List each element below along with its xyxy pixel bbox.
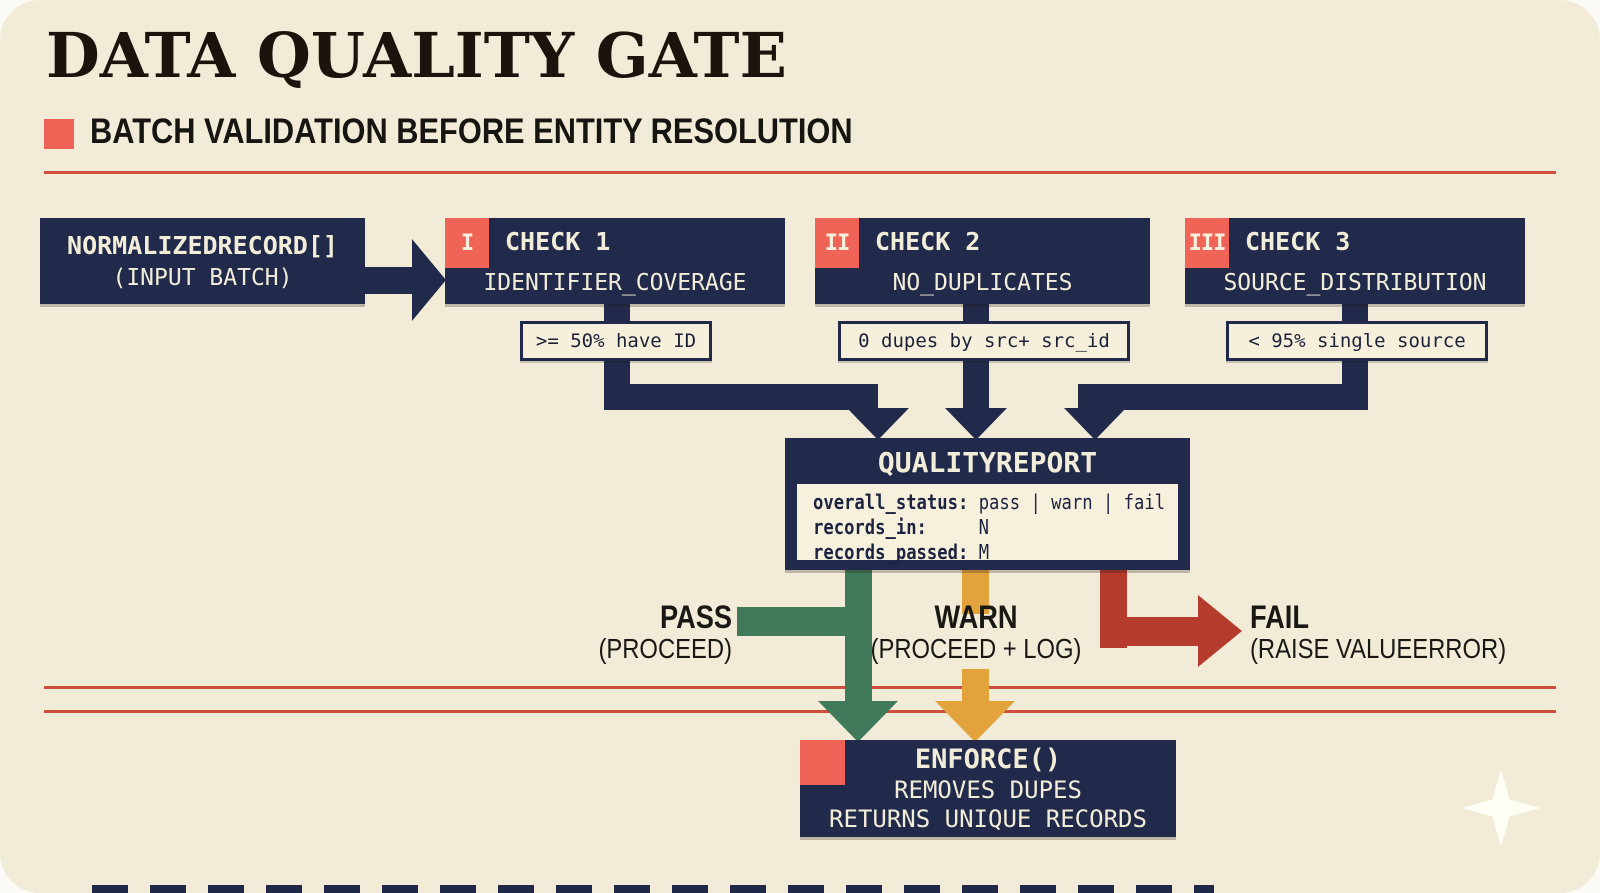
page-title: DATA QUALITY GATE: [46, 19, 787, 92]
arrow-input-to-check1-head: [412, 239, 446, 321]
check1-name: IDENTIFIER_COVERAGE: [483, 270, 747, 296]
enforce-box: ENFORCE() REMOVES DUPES RETURNS UNIQUE R…: [800, 740, 1176, 837]
enforce-line2: REMOVES DUPES: [894, 776, 1082, 804]
enforce-corner-accent: [800, 740, 845, 785]
arrow-input-to-check1-shaft: [363, 267, 421, 294]
warn-label: WARN: [934, 599, 1018, 635]
warn-arrow-lower: [962, 669, 989, 703]
pass-sublabel: (PROCEED): [598, 633, 732, 664]
check3-numeral-badge: III: [1185, 218, 1229, 268]
page-subtitle: BATCH VALIDATION BEFORE ENTITY RESOLUTIO…: [90, 112, 853, 151]
check1-numeral-badge: I: [445, 218, 489, 268]
arrowhead-check1-down: [847, 408, 909, 440]
check2-threshold: 0 dupes by src+ src_id: [838, 321, 1130, 361]
check3-title: CHECK 3: [1245, 227, 1351, 256]
fail-label-group: FAIL (RAISE VALUEERROR): [1250, 600, 1580, 664]
arrowhead-check2-down: [945, 408, 1007, 440]
check2-name: NO_DUPLICATES: [892, 270, 1073, 296]
warn-arrowhead: [935, 701, 1015, 742]
check2-numeral-badge: II: [815, 218, 859, 268]
report-line-records-passed: records_passed: M: [813, 540, 990, 564]
quality-report-body: overall_status: pass | warn | fail recor…: [797, 484, 1178, 564]
input-batch-caption: (INPUT BATCH): [112, 265, 293, 291]
divider-line-lower: [44, 710, 1556, 713]
fail-arrowhead: [1198, 595, 1242, 667]
header-divider: [44, 171, 1556, 174]
pass-label: PASS: [659, 599, 732, 635]
warn-sublabel: (PROCEED + LOG): [870, 633, 1082, 664]
check2-title: CHECK 2: [875, 227, 981, 256]
check3-name: SOURCE_DISTRIBUTION: [1223, 270, 1487, 296]
pass-arrow-branch: [737, 607, 847, 636]
bottom-crop-marks: [92, 885, 1214, 893]
quality-report-title: QUALITYREPORT: [877, 446, 1098, 479]
pass-arrow-vertical: [845, 568, 872, 704]
input-batch-box: NORMALIZEDRECORD[] (INPUT BATCH): [40, 218, 365, 304]
check2-box: II CHECK 2 NO_DUPLICATES: [815, 218, 1150, 304]
arrowhead-check3-down: [1064, 408, 1126, 440]
check3-box: III CHECK 3 SOURCE_DISTRIBUTION: [1185, 218, 1525, 304]
fail-label: FAIL: [1250, 599, 1309, 635]
warn-arrow-upper: [962, 568, 989, 614]
input-batch-type: NORMALIZEDRECORD[]: [67, 231, 338, 260]
check1-threshold: >= 50% have ID: [520, 321, 712, 361]
quality-report-box: QUALITYREPORT overall_status: pass | war…: [785, 438, 1190, 570]
fail-arrow-horizontal: [1100, 617, 1198, 646]
connector-check3-horizontal: [1078, 384, 1368, 410]
pass-arrowhead: [818, 701, 898, 742]
report-line-records-in: records_in: N: [813, 515, 990, 539]
enforce-line3: RETURNS UNIQUE RECORDS: [829, 805, 1147, 833]
check1-box: I CHECK 1 IDENTIFIER_COVERAGE: [445, 218, 785, 304]
check1-title: CHECK 1: [505, 227, 611, 256]
enforce-title: ENFORCE(): [914, 744, 1062, 775]
check3-threshold: < 95% single source: [1226, 321, 1488, 361]
warn-label-group: WARN (PROCEED + LOG): [850, 600, 1102, 664]
divider-line-upper: [44, 686, 1556, 689]
fail-sublabel: (RAISE VALUEERROR): [1250, 633, 1507, 664]
subtitle-marker-square: [44, 119, 74, 149]
report-line-overall-status: overall_status: pass | warn | fail: [813, 490, 1166, 514]
connector-check1-horizontal: [604, 384, 878, 410]
pass-label-group: PASS (PROCEED): [480, 600, 732, 664]
